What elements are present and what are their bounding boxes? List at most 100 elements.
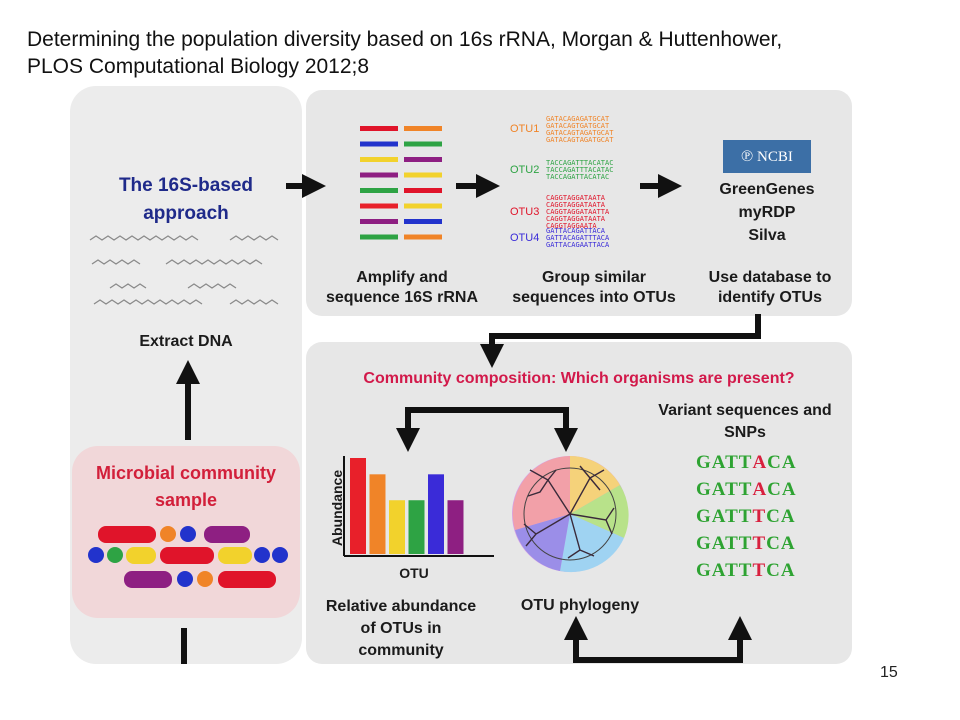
snp-base: T	[752, 533, 767, 554]
chart-x-label: OTU	[399, 565, 429, 581]
amplicon-bar	[404, 172, 442, 178]
sample-label: Microbial community sample	[72, 460, 300, 514]
variant-title-line-2: SNPs	[724, 424, 766, 441]
otu-sequence: GATACAGAGATGCAT	[546, 115, 610, 123]
amplicon-bars	[360, 126, 442, 240]
variant-title-line-1: Variant sequences and	[658, 402, 832, 419]
flow-arrows	[176, 174, 761, 664]
amplicon-bar	[404, 157, 442, 162]
step-group-line-2: sequences into OTUs	[512, 289, 676, 306]
amplicon-bar	[360, 203, 398, 209]
database-item: Silva	[748, 227, 786, 244]
sample-line-1: Microbial community	[95, 463, 277, 483]
ncbi-logo: ℗ NCBI	[723, 140, 811, 173]
snp-base: T	[752, 560, 767, 581]
variant-sequence: GATTTCA	[696, 560, 796, 582]
variant-suffix: CA	[766, 533, 796, 554]
step-group-label: Group similar sequences into OTUs	[496, 268, 692, 308]
abundance-caption: Relative abundance of OTUs in community	[308, 596, 494, 662]
variant-prefix: GATT	[696, 452, 753, 473]
chart-y-label: Abundance	[329, 469, 345, 547]
snp-base: A	[752, 452, 768, 473]
variant-suffix: CA	[766, 560, 796, 581]
step-amplify-line-1: Amplify and	[356, 269, 448, 286]
slide-title: Determining the population diversity bas…	[27, 26, 782, 80]
amplicon-bar	[360, 141, 398, 147]
abundance-bar	[408, 500, 425, 554]
arrow-composition-split	[405, 407, 569, 436]
amplicon-bar	[404, 141, 442, 147]
variant-suffix: CA	[767, 452, 797, 473]
variant-sequence: GATTTCA	[696, 533, 796, 555]
approach-line-1: The 16S-based	[118, 175, 254, 196]
abundance-caption-line-3: community	[358, 642, 444, 659]
amplicon-bar	[404, 234, 442, 240]
otu-sequence: GATTACAGATTACA	[546, 227, 606, 235]
abundance-caption-line-2: of OTUs in	[360, 620, 442, 637]
step-amplify-label: Amplify and sequence 16S rRNA	[312, 268, 492, 308]
sample-line-2: sample	[154, 490, 218, 510]
otu-label: OTU1	[510, 123, 540, 135]
variant-title: Variant sequences and SNPs	[640, 400, 850, 444]
otu-sequence: CAGGTAGGATAATA	[546, 194, 606, 202]
approach-line-2: approach	[143, 203, 229, 224]
abundance-bar	[369, 474, 386, 554]
phylogeny-wheel-icon	[512, 456, 629, 573]
otu-sequence: GATACAGTAGATGCAT	[546, 136, 614, 144]
database-item: myRDP	[738, 204, 796, 221]
composition-question: Community composition: Which organisms a…	[363, 370, 795, 387]
otu-label: OTU2	[510, 163, 540, 176]
amplicon-bar	[404, 203, 442, 209]
dna-fragments-icon	[89, 235, 279, 305]
otu-sequence: GATACAGTGATGCAT	[546, 122, 610, 130]
abundance-bar	[428, 474, 444, 554]
page-number: 15	[880, 664, 898, 681]
otu-label: OTU4	[510, 231, 540, 244]
amplicon-bar	[360, 172, 398, 178]
variant-prefix: GATT	[696, 506, 753, 527]
abundance-chart	[343, 456, 494, 557]
amplicon-bar	[360, 126, 398, 131]
variant-sequence: GATTACA	[696, 479, 797, 501]
phylogeny-caption: OTU phylogeny	[520, 597, 640, 614]
otu-sequence: CAGGTAGGATAATA	[546, 201, 606, 209]
otu-sequence: CAGGTAGGAATA	[546, 222, 597, 230]
step-database-label: Use database to identify OTUs	[690, 268, 850, 308]
abundance-bar	[447, 500, 464, 554]
otu-sequence: GATTACAGAATTACA	[546, 241, 610, 249]
variant-suffix: CA	[767, 479, 797, 500]
database-item: GreenGenes	[719, 181, 815, 198]
variant-sequence: GATTACA	[696, 452, 797, 474]
otu-sequence: TACCAGATTTACATAC	[546, 166, 614, 174]
snp-base: A	[752, 479, 768, 500]
variant-sequence: GATTTCA	[696, 506, 796, 528]
step-group-line-1: Group similar	[541, 269, 647, 286]
snp-base: T	[752, 506, 767, 527]
amplicon-bar	[404, 126, 442, 131]
variant-prefix: GATT	[696, 560, 753, 581]
step-amplify-line-2: sequence 16S rRNA	[325, 289, 479, 306]
otu-sequence: TACCAGATTTACATAC	[546, 159, 614, 167]
variant-prefix: GATT	[696, 479, 753, 500]
microbes-icon	[88, 526, 288, 588]
ncbi-logo-text: NCBI	[757, 149, 793, 165]
variant-prefix: GATT	[696, 533, 753, 554]
abundance-bar	[350, 458, 366, 554]
arrow-database-to-composition	[480, 314, 761, 368]
database-list: GreenGenes myRDP Silva	[700, 178, 834, 247]
helix-icon: ℗	[741, 148, 754, 165]
variant-suffix: CA	[766, 506, 796, 527]
step-database-line-1: Use database to	[708, 269, 832, 286]
amplicon-bar	[360, 234, 398, 240]
amplicon-bar	[360, 157, 398, 162]
otu-sequence: CAGGTAGGATAATTA	[546, 208, 610, 216]
otu-sequence: GATACAGTAGATGCAT	[546, 129, 614, 137]
amplicon-bar	[404, 219, 442, 224]
step-database-line-2: identify OTUs	[717, 289, 822, 306]
otu-sequence: TACCAGATTACATAC	[546, 173, 610, 181]
title-line-2: PLOS Computational Biology 2012;8	[27, 55, 370, 78]
approach-heading: The 16S-based approach	[86, 172, 286, 228]
abundance-caption-line-1: Relative abundance	[325, 598, 477, 615]
otu-sequence: GATTACAGATTTACA	[546, 234, 610, 242]
